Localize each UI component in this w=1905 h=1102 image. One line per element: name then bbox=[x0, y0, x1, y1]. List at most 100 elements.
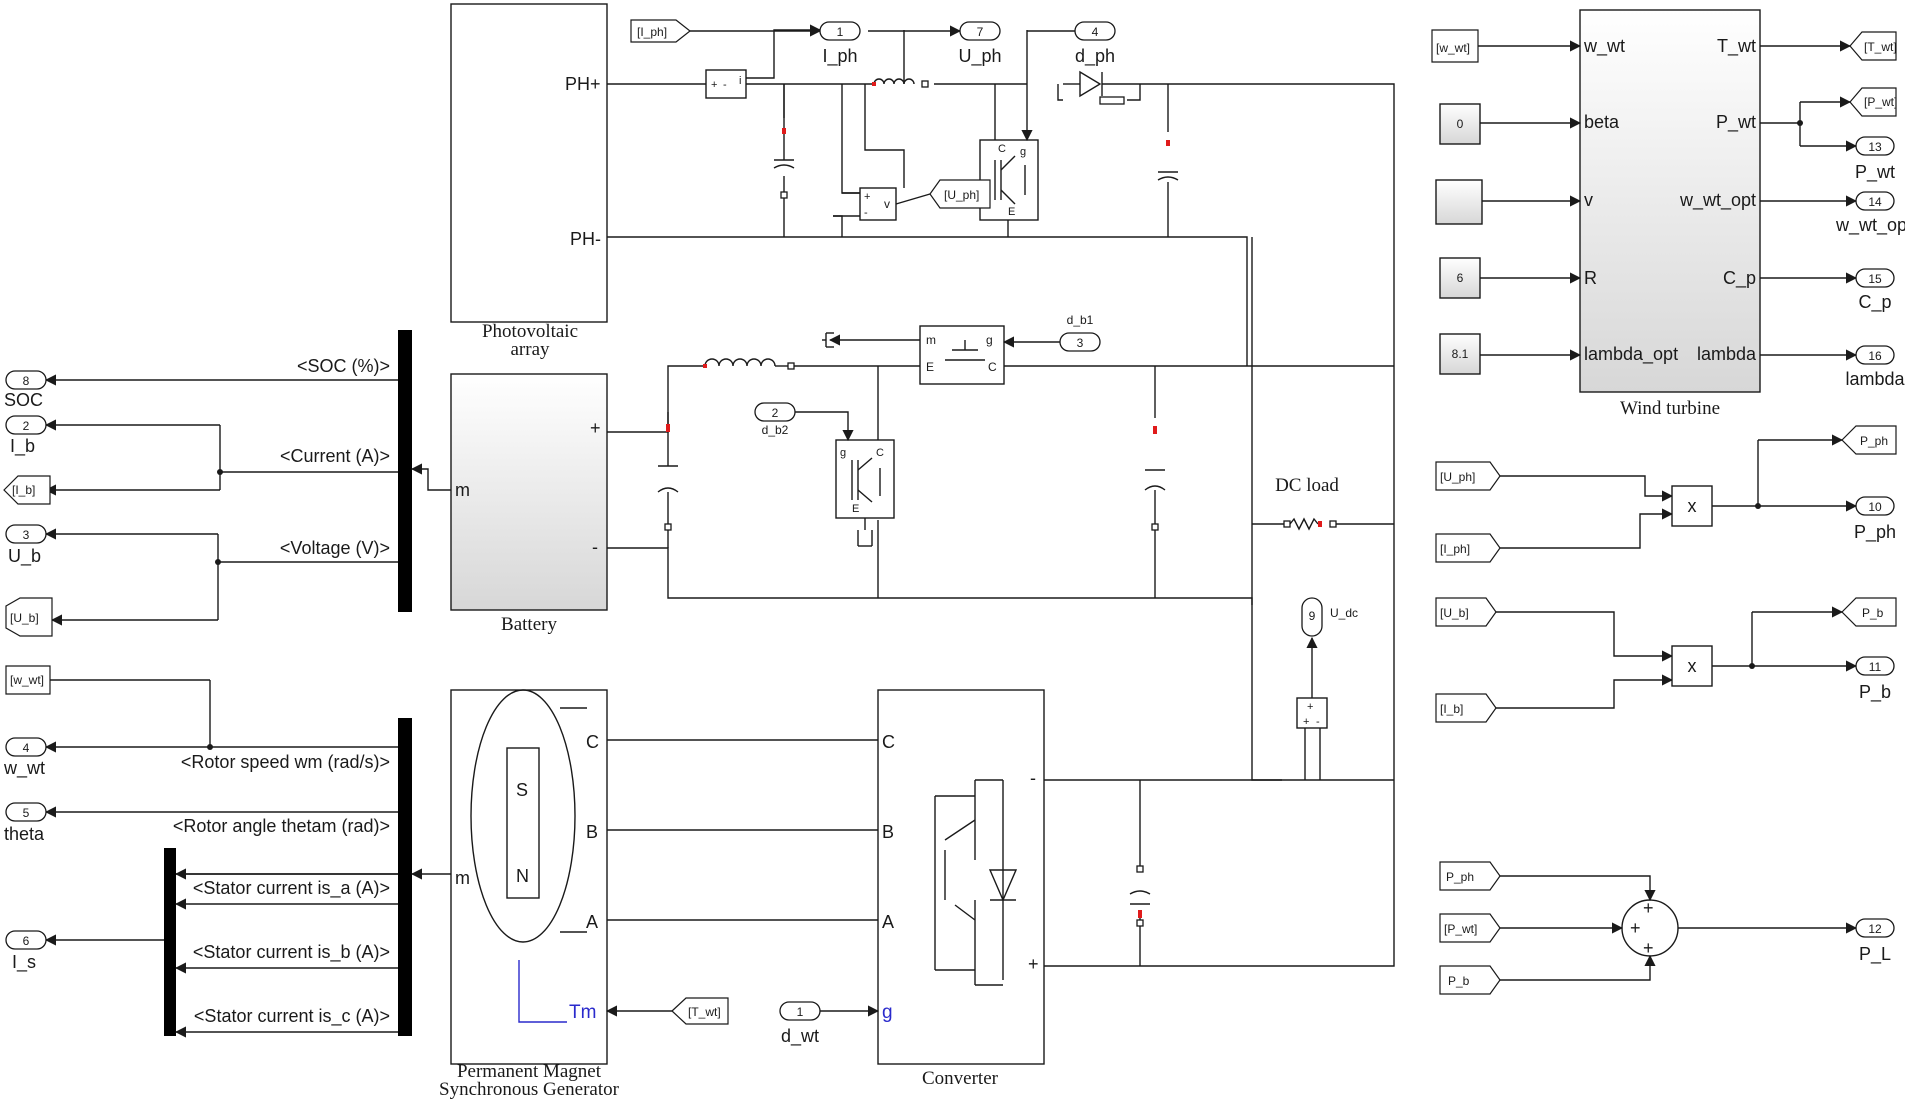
svg-text:U_b: U_b bbox=[8, 546, 41, 567]
dc-load[interactable]: DC load bbox=[1252, 475, 1394, 531]
from-i-b[interactable] bbox=[1435, 693, 1497, 723]
svg-text:[I_b]: [I_b] bbox=[12, 483, 35, 497]
goto-u-ph[interactable] bbox=[929, 179, 991, 209]
outport-c-p[interactable] bbox=[1855, 268, 1895, 288]
goto-t-wt[interactable] bbox=[1849, 31, 1897, 61]
goto-p-ph[interactable] bbox=[1841, 425, 1897, 455]
svg-text:9: 9 bbox=[1309, 609, 1316, 623]
outport-p-b[interactable] bbox=[1855, 656, 1895, 676]
svg-text:7: 7 bbox=[977, 25, 984, 39]
from-i-ph[interactable] bbox=[1435, 533, 1501, 563]
svg-text:P_b: P_b bbox=[1448, 974, 1470, 988]
from-p-ph[interactable] bbox=[1439, 861, 1501, 891]
svg-text:DC load: DC load bbox=[1275, 475, 1339, 496]
constant-lambda-opt[interactable] bbox=[1439, 333, 1481, 375]
pv-power-calc: [U_ph] [I_ph] x P_ph 10 P_ph bbox=[1435, 425, 1897, 563]
outport-w-wt-opt[interactable] bbox=[1855, 191, 1895, 211]
svg-text:0: 0 bbox=[1457, 117, 1464, 131]
svg-text:+: + bbox=[864, 191, 870, 203]
from-t-wt[interactable]: [T_wt] bbox=[605, 997, 729, 1025]
svg-text:10: 10 bbox=[1868, 500, 1882, 514]
svg-text:2: 2 bbox=[772, 406, 779, 420]
svg-text:<Current (A)>: <Current (A)> bbox=[280, 446, 390, 466]
outport-soc[interactable] bbox=[5, 370, 47, 390]
outport-i-s[interactable] bbox=[5, 930, 47, 950]
svg-text:P_b: P_b bbox=[1862, 606, 1884, 620]
wind-speed-source[interactable] bbox=[1435, 179, 1483, 225]
svg-text:d_b2: d_b2 bbox=[762, 423, 789, 437]
battery-igbt-switch-bottom[interactable]: g C E bbox=[835, 439, 895, 547]
outport-u-ph[interactable] bbox=[959, 21, 1001, 41]
pv-igbt-switch[interactable]: g C E bbox=[979, 30, 1039, 221]
svg-text:Tm: Tm bbox=[569, 1002, 596, 1023]
svg-text:[I_ph]: [I_ph] bbox=[637, 25, 667, 39]
constant-beta[interactable] bbox=[1439, 103, 1481, 145]
svg-text:B: B bbox=[882, 822, 894, 842]
svg-text:6: 6 bbox=[23, 934, 30, 948]
svg-text:SOC: SOC bbox=[4, 390, 43, 410]
svg-text:+: + bbox=[1643, 938, 1654, 958]
svg-text:[w_wt]: [w_wt] bbox=[1436, 41, 1470, 55]
svg-text:+: + bbox=[711, 79, 717, 91]
svg-text:15: 15 bbox=[1868, 272, 1882, 286]
outport-i-b[interactable] bbox=[5, 415, 47, 435]
battery-port-pos: + bbox=[590, 418, 601, 438]
stator-bus-selector[interactable]: <Stator current is_a (A)> <Stator curren… bbox=[44, 848, 398, 1038]
goto-i-b[interactable] bbox=[3, 475, 51, 505]
battery-igbt-switch-top[interactable]: m g E C bbox=[822, 325, 1005, 385]
current-measurement-block[interactable]: + - i bbox=[705, 24, 822, 99]
outport-i-ph[interactable] bbox=[819, 21, 861, 41]
pv-signals: [I_ph] 1 I_ph 7 U_ph 4 d_ph [U_ph] bbox=[630, 19, 1116, 209]
battery-block[interactable]: + - m Battery bbox=[450, 373, 608, 635]
outport-p-wt[interactable] bbox=[1855, 136, 1895, 156]
battery-bus-selector[interactable]: <SOC (%)> <Current (A)> <Voltage (V)> bbox=[44, 330, 451, 626]
converter-block[interactable]: C B A g - + Converter bbox=[877, 689, 1045, 1089]
svg-text:w_wt: w_wt bbox=[1583, 36, 1625, 57]
from-u-ph[interactable] bbox=[1435, 461, 1501, 491]
goto-p-b[interactable] bbox=[1841, 597, 1897, 627]
outport-u-b[interactable] bbox=[5, 524, 47, 544]
outport-lambda[interactable] bbox=[1855, 345, 1895, 365]
dc-voltage-sensor[interactable]: + + - bbox=[1296, 636, 1328, 780]
svg-text:-: - bbox=[864, 207, 868, 219]
multiply-battery[interactable] bbox=[1671, 645, 1713, 687]
svg-text:-: - bbox=[1030, 768, 1036, 788]
svg-text:lambda_opt: lambda_opt bbox=[1584, 344, 1678, 365]
svg-text:P_L: P_L bbox=[1859, 944, 1891, 965]
inport-d-wt[interactable]: 1 d_wt bbox=[779, 1001, 880, 1047]
wind-turbine-inputs: [w_wt] 0 6 8.1 bbox=[1431, 29, 1582, 375]
outport-w-wt[interactable] bbox=[5, 737, 47, 757]
pmsg-pole-s: S bbox=[516, 780, 528, 800]
outport-p-ph[interactable] bbox=[1855, 496, 1895, 516]
wind-turbine-block[interactable]: w_wt beta v R lambda_opt T_wt P_wt w_wt_… bbox=[1579, 9, 1761, 419]
svg-text:P_ph: P_ph bbox=[1854, 522, 1896, 543]
from-w-wt[interactable] bbox=[5, 665, 51, 695]
svg-text:g: g bbox=[986, 333, 993, 347]
voltage-measurement-block[interactable]: + - v bbox=[833, 84, 905, 221]
goto-p-wt[interactable] bbox=[1849, 87, 1897, 117]
inport-d-b1[interactable]: 3 d_b1 bbox=[1002, 313, 1101, 352]
goto-u-b[interactable] bbox=[5, 597, 53, 637]
machine-bus-selector[interactable]: <Rotor speed wm (rad/s)> <Rotor angle th… bbox=[44, 679, 451, 1036]
svg-text:[I_b]: [I_b] bbox=[1440, 702, 1463, 716]
svg-text:P_b: P_b bbox=[1859, 682, 1891, 703]
svg-text:14: 14 bbox=[1868, 195, 1882, 209]
from-p-b[interactable] bbox=[1439, 965, 1501, 995]
from-u-b[interactable] bbox=[1435, 597, 1497, 627]
svg-text:C: C bbox=[586, 732, 599, 752]
outport-u-dc[interactable]: 9 U_dc bbox=[1301, 597, 1358, 637]
outport-theta[interactable] bbox=[5, 802, 47, 822]
svg-text:4: 4 bbox=[1092, 25, 1099, 39]
from-w-wt-turbine[interactable] bbox=[1431, 29, 1479, 63]
svg-text:w_wt_opt: w_wt_opt bbox=[1835, 215, 1905, 236]
goto-i-ph[interactable] bbox=[630, 19, 691, 43]
svg-text:C_p: C_p bbox=[1723, 268, 1756, 289]
from-p-wt[interactable] bbox=[1439, 913, 1501, 943]
battery-port-neg: - bbox=[592, 537, 598, 557]
inport-d-b2[interactable]: 2 d_b2 bbox=[754, 402, 854, 442]
outport-p-l[interactable] bbox=[1855, 918, 1895, 938]
